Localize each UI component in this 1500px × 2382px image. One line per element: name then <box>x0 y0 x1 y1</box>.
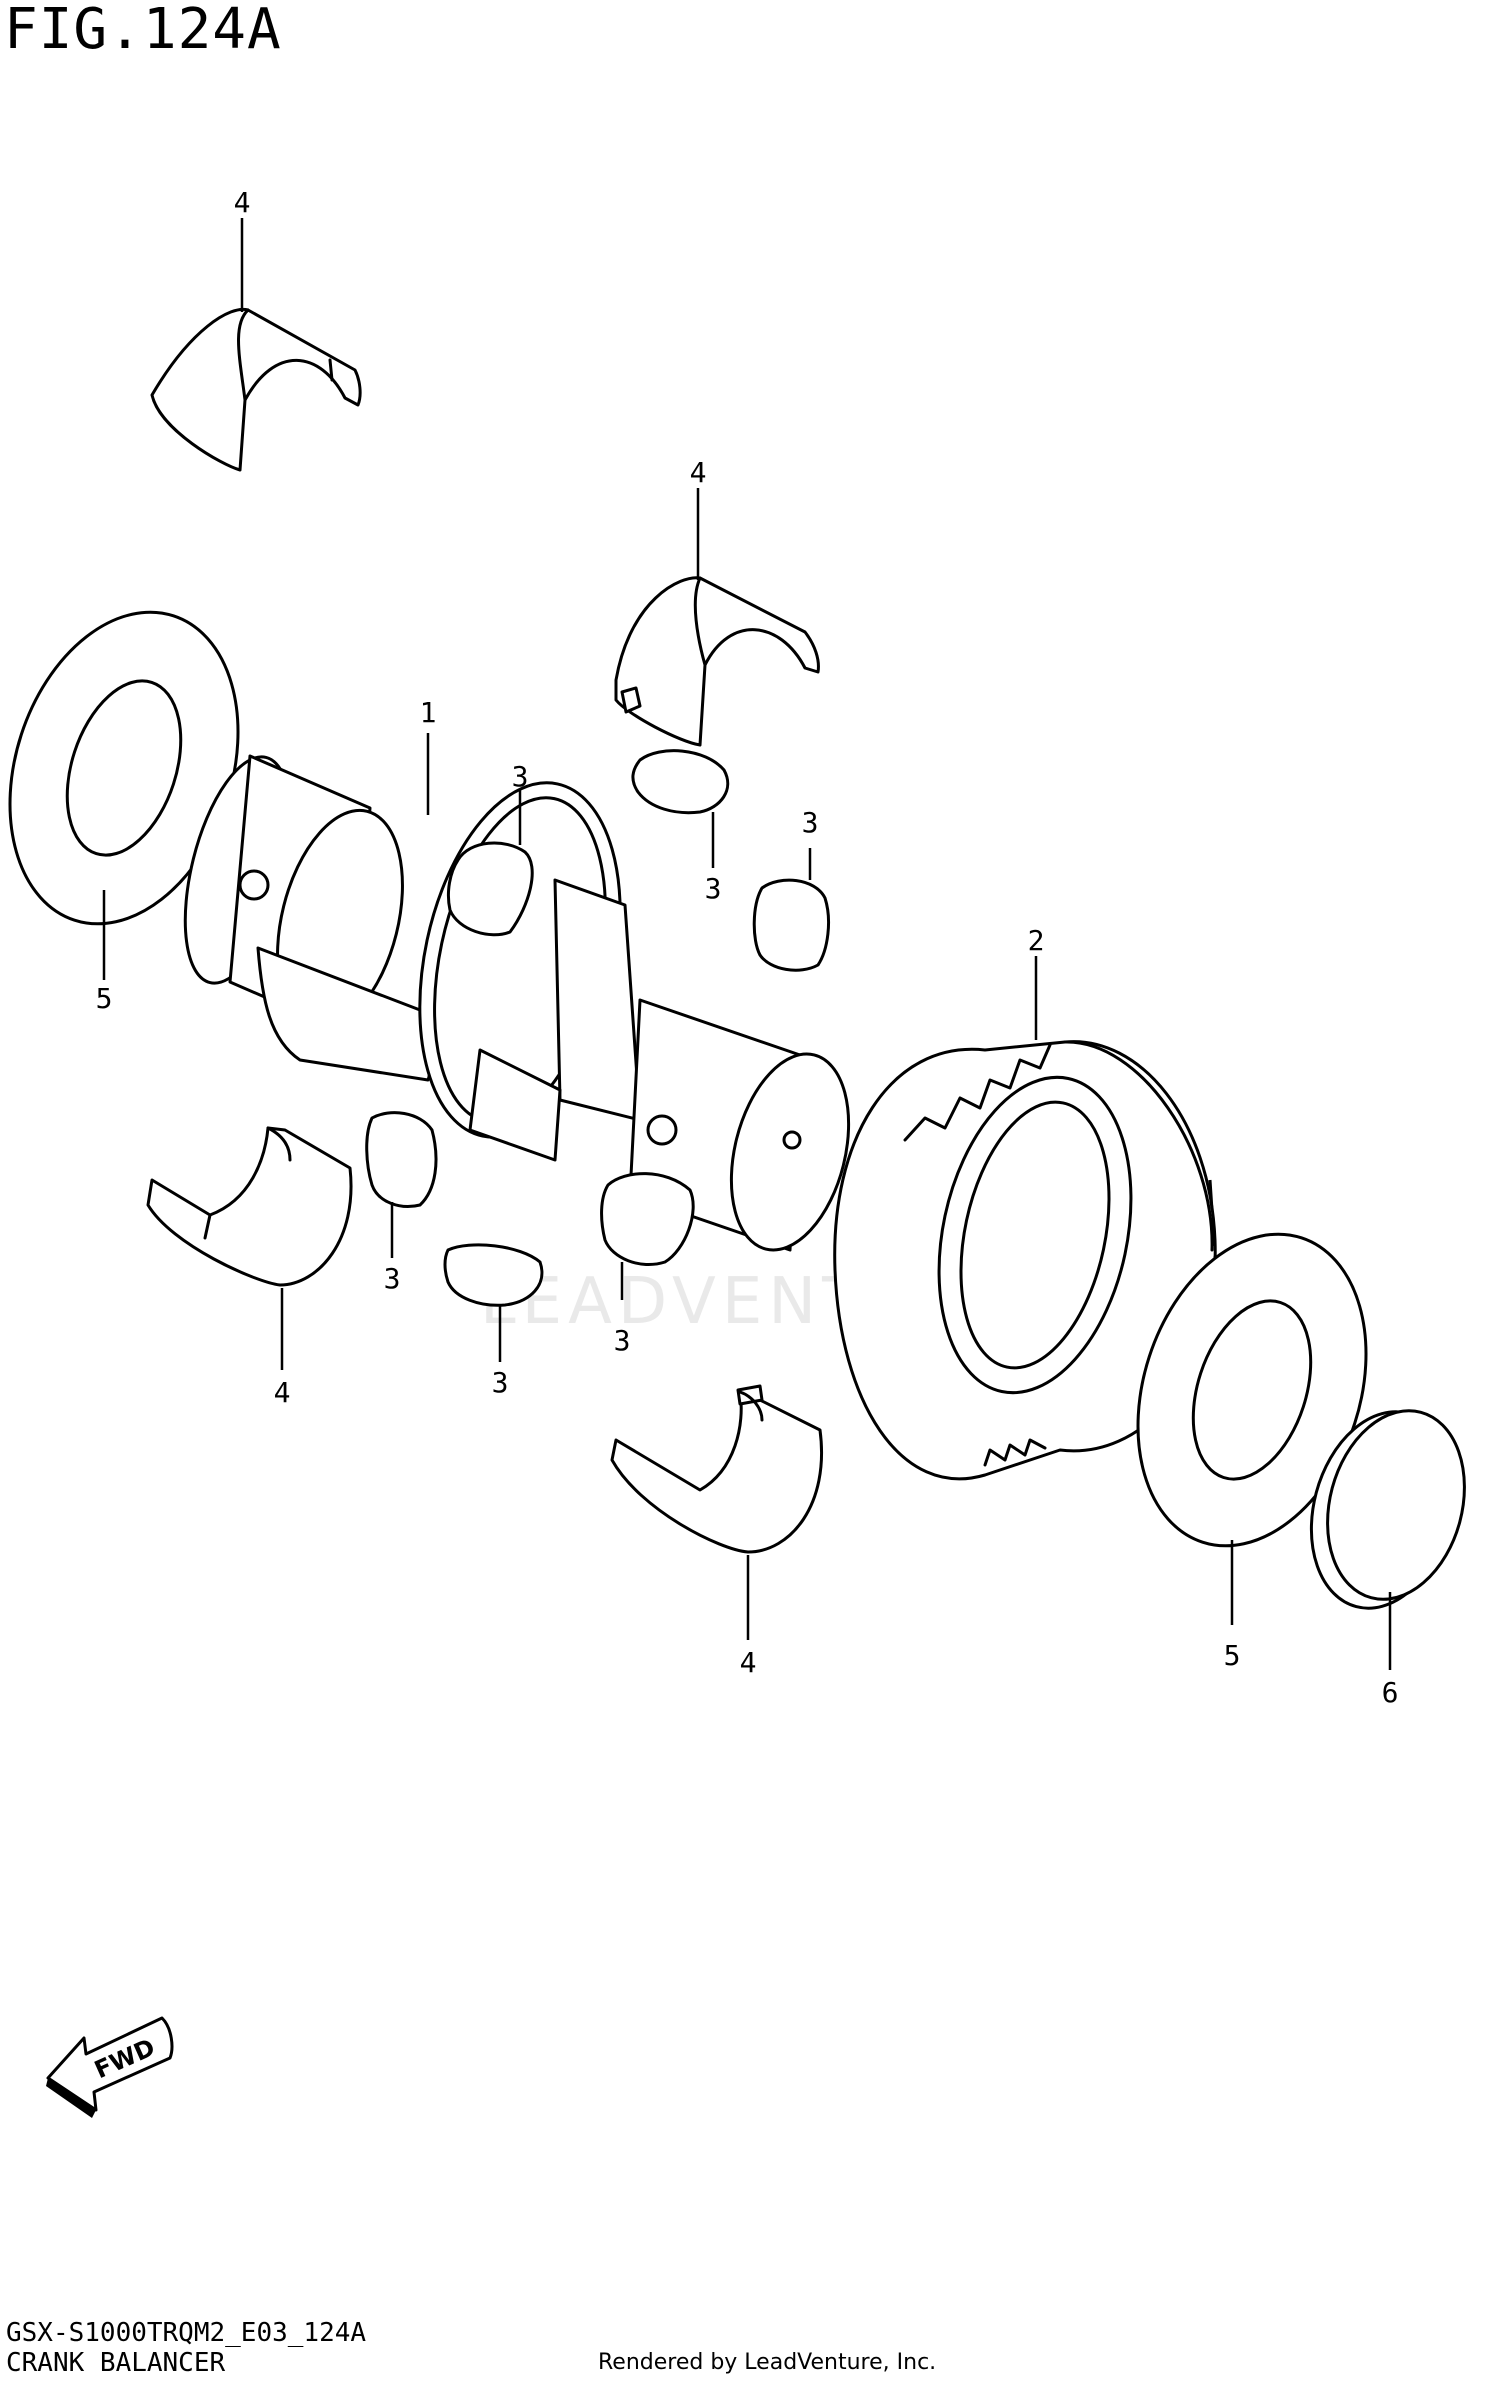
model-code: GSX-S1000TRQM2_E03_124A <box>6 2318 367 2348</box>
callout-weight-e[interactable]: 3 <box>492 1366 509 1399</box>
callout-shaft[interactable]: 1 <box>420 696 437 729</box>
callout-cap[interactable]: 6 <box>1382 1676 1399 1709</box>
balancer-cap[interactable] <box>1290 1395 1484 1624</box>
balancer-weight-e[interactable] <box>443 1243 544 1307</box>
balancer-weight-c[interactable] <box>752 878 831 972</box>
thrust-washer-left[interactable] <box>0 582 276 953</box>
callout-bearing-bottom[interactable]: 4 <box>740 1646 757 1679</box>
figure-title: FIG.124A <box>4 0 282 62</box>
callout-bearing-top-center[interactable]: 4 <box>690 456 707 489</box>
callout-gear[interactable]: 2 <box>1028 924 1045 957</box>
thrust-washer-right[interactable] <box>1100 1204 1404 1575</box>
balancer-weight-d[interactable] <box>365 1111 438 1208</box>
callout-washer-left[interactable]: 5 <box>96 982 113 1015</box>
bearing-shell-top-center[interactable] <box>614 576 820 747</box>
fwd-direction-arrow: FWD <box>46 2016 174 2118</box>
callout-weight-b[interactable]: 3 <box>705 872 722 905</box>
callout-weight-c[interactable]: 3 <box>802 806 819 839</box>
callout-weight-a[interactable]: 3 <box>512 760 529 793</box>
callout-washer-right[interactable]: 5 <box>1224 1639 1241 1672</box>
balancer-weight-a[interactable] <box>446 841 534 937</box>
callout-weight-f[interactable]: 3 <box>614 1324 631 1357</box>
callout-weight-d[interactable]: 3 <box>384 1262 401 1295</box>
callout-bearing-lower-left[interactable]: 4 <box>274 1376 291 1409</box>
callout-bearing-top-left[interactable]: 4 <box>234 186 251 219</box>
bearing-shell-top-left[interactable] <box>150 307 362 472</box>
bearing-shell-lower-left[interactable] <box>146 1126 353 1287</box>
balancer-weight-b[interactable] <box>631 749 730 815</box>
render-credit: Rendered by LeadVenture, Inc. <box>598 2350 937 2375</box>
bearing-shell-bottom[interactable] <box>610 1384 823 1554</box>
balancer-weight-f[interactable] <box>600 1172 695 1267</box>
balancer-driven-gear[interactable] <box>833 1040 1220 1481</box>
assembly-name: CRANK BALANCER <box>6 2348 226 2378</box>
